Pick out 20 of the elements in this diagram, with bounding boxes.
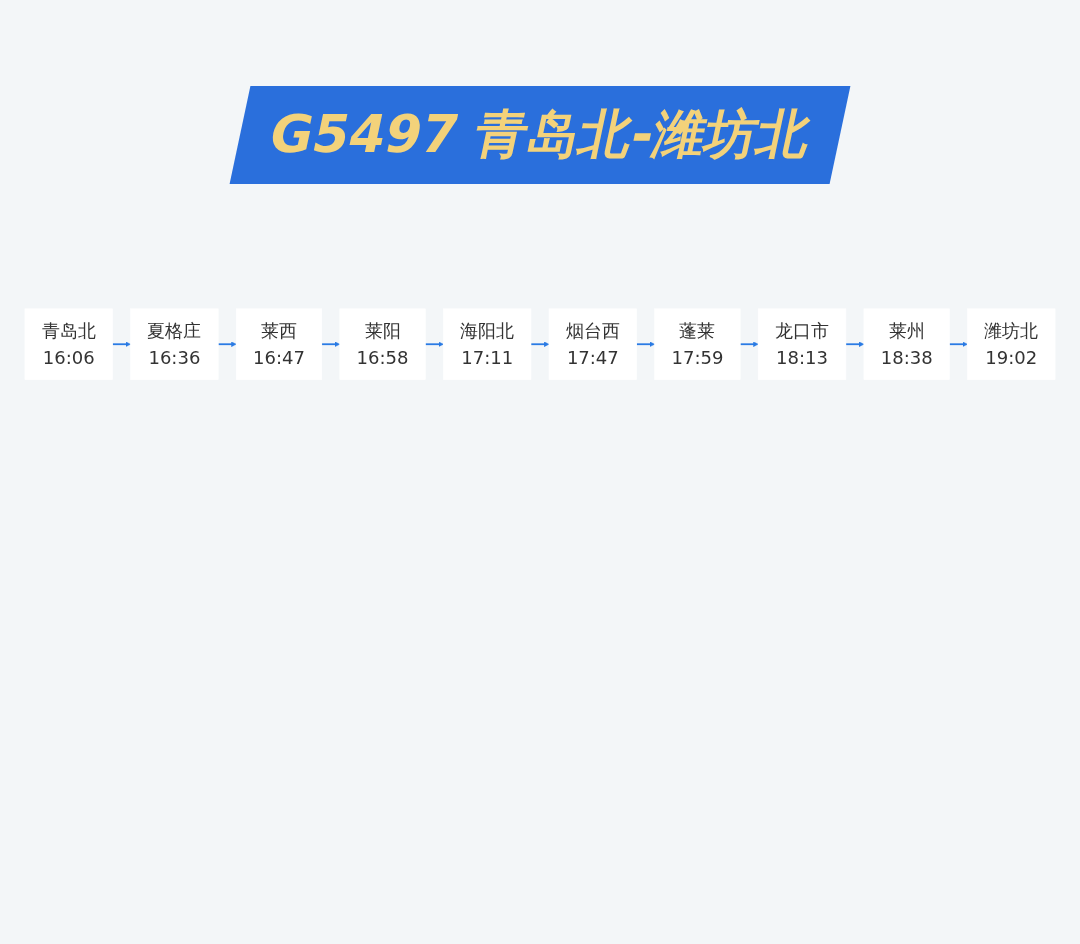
node-box: 潍坊北 19:02 (967, 308, 1056, 380)
arrow (739, 341, 759, 347)
arrow (948, 341, 968, 347)
node-box: 青岛北 16:06 (24, 308, 113, 380)
title: G5497 青岛北-潍坊北 (229, 86, 851, 184)
node-box: 烟台西 17:47 (548, 308, 637, 380)
arrow (424, 341, 444, 347)
node-box: 莱阳 16:58 (339, 308, 426, 380)
arrow (111, 341, 131, 347)
arrow (320, 341, 341, 347)
arrow (635, 341, 655, 347)
node-box: 夏格庄 16:36 (130, 308, 219, 380)
node-box: 海阳北 17:11 (443, 308, 532, 380)
node-box: 龙口市 18:13 (757, 308, 847, 380)
node-box: 莱西 16:47 (235, 308, 323, 380)
arrow (845, 341, 865, 347)
node-box: 莱州 18:38 (863, 308, 950, 380)
node-box: 蓬莱 17:59 (654, 308, 741, 380)
arrow (217, 341, 237, 347)
arrow (530, 341, 550, 347)
